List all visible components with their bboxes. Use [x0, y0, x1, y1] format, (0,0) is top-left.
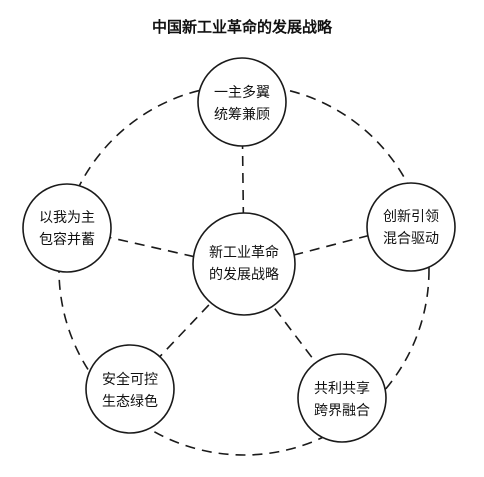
node-bottom-right-circle — [297, 353, 387, 443]
node-top-circle — [197, 57, 287, 147]
node-top: 一主多翼 统筹兼顾 — [197, 57, 287, 147]
node-left: 以我为主 包容并蓄 — [22, 183, 112, 273]
node-top-label-line2: 统筹兼顾 — [214, 106, 270, 123]
spoke-to-left — [67, 227, 245, 269]
node-right-circle — [366, 182, 456, 272]
node-bottom-left: 安全可控 生态绿色 — [85, 344, 175, 434]
node-right-label-line1: 创新引领 — [383, 209, 439, 225]
center-node-label-line2: 的发展战略 — [209, 267, 279, 283]
center-node-circle — [192, 212, 296, 316]
node-left-label-line1: 以我为主 — [39, 210, 95, 226]
node-bottom-right-label-line1: 共利共享 — [314, 380, 370, 397]
node-bottom-left-label-line2: 生态绿色 — [102, 393, 158, 410]
center-node-label-line1: 新工业革命 — [209, 244, 279, 261]
node-right: 创新引领 混合驱动 — [366, 182, 456, 272]
node-bottom-left-circle — [85, 344, 175, 434]
node-left-label-line2: 包容并蓄 — [39, 231, 95, 248]
node-bottom-left-label-line1: 安全可控 — [102, 371, 158, 388]
node-right-label-line2: 混合驱动 — [383, 231, 439, 247]
diagram-title: 中国新工业革命的发展战略 — [152, 18, 333, 36]
node-top-label-line1: 一主多翼 — [214, 84, 270, 101]
node-bottom-right-label-line2: 跨界融合 — [314, 403, 370, 419]
node-bottom-right: 共利共享 跨界融合 — [297, 353, 387, 443]
node-left-circle — [22, 183, 112, 273]
center-node: 新工业革命 的发展战略 — [192, 212, 296, 316]
